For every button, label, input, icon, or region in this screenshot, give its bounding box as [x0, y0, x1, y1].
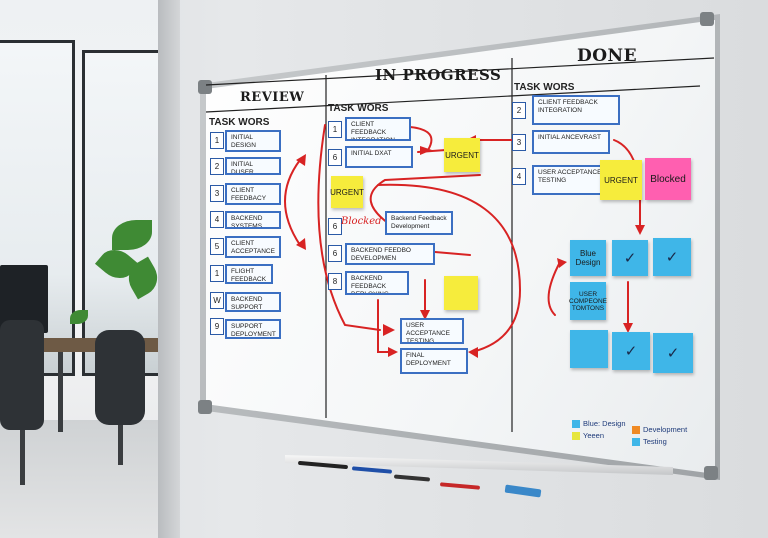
- task-number: 6: [328, 245, 342, 262]
- task-card[interactable]: FLIGHT FEEDBACK SYSTEMS: [225, 264, 273, 284]
- task-card[interactable]: USER ACCEPTANCE TESTING: [532, 165, 608, 195]
- task-number: 8: [328, 273, 342, 290]
- check-icon: ✓: [623, 250, 637, 267]
- check-icon: ✓: [666, 345, 680, 362]
- frame-corner: [704, 466, 718, 480]
- task-number: 1: [210, 265, 224, 282]
- progress-subheading: TASK WORS: [328, 103, 389, 114]
- legend-label: Testing: [643, 437, 667, 446]
- task-card[interactable]: CLIENT ACCEPTANCE TESTING: [225, 236, 281, 258]
- chair-base: [20, 430, 25, 485]
- plant-leaf: [70, 310, 88, 324]
- office-chair: [0, 320, 44, 430]
- review-subheading: TASK WORS: [209, 117, 270, 128]
- frame-corner: [198, 80, 212, 94]
- sticky-done-check[interactable]: ✓: [653, 238, 691, 276]
- legend-swatch-design: [572, 420, 580, 428]
- column-title-done: DONE: [577, 46, 638, 66]
- legend-label: Yeeen: [583, 431, 604, 440]
- legend-label: Blue: Design: [583, 419, 626, 428]
- legend-swatch-yellow: [572, 432, 580, 440]
- sticky-done-check[interactable]: ✓: [612, 332, 650, 370]
- task-card[interactable]: SUPPORT DEPLOYMENT: [225, 319, 281, 339]
- done-subheading: TASK WORS: [514, 82, 575, 93]
- sticky-yellow-blank[interactable]: [444, 276, 478, 310]
- task-number: 3: [512, 134, 526, 151]
- handwritten-blocked: Blocked: [341, 216, 382, 227]
- office-chair: [95, 330, 145, 425]
- wall-corner: [158, 0, 180, 538]
- task-number: 1: [210, 132, 224, 149]
- task-card[interactable]: BACKEND SUPPORT DEPLOYMENT: [225, 292, 281, 312]
- task-card[interactable]: Backend Feedback Development: [385, 211, 453, 235]
- check-icon: ✓: [665, 249, 679, 266]
- task-number: 4: [210, 211, 224, 228]
- frame-corner: [700, 12, 714, 26]
- task-card[interactable]: INITIAL ANCEVRAST: [532, 130, 610, 154]
- task-number: 4: [512, 168, 526, 185]
- chair-base: [118, 425, 123, 465]
- sticky-done-check[interactable]: ✓: [612, 240, 648, 276]
- legend-swatch-development: [632, 426, 640, 434]
- column-title-in-progress: IN PROGRESS: [375, 66, 502, 84]
- task-number: 3: [210, 185, 224, 202]
- legend-label: Development: [643, 425, 688, 434]
- sticky-user-components[interactable]: USER COMPEONE TOMTONS: [569, 282, 607, 320]
- task-number: W: [210, 292, 224, 309]
- sticky-urgent[interactable]: URGENT: [444, 138, 480, 172]
- task-number: 5: [210, 238, 224, 255]
- sticky-blue-design[interactable]: Blue Design: [570, 240, 606, 276]
- task-card[interactable]: BACKEND SYSTEMS: [225, 211, 281, 229]
- task-card[interactable]: CLIENT FEEDBACK INTEGRATION: [345, 117, 411, 141]
- sticky-blocked[interactable]: Blocked: [645, 158, 691, 200]
- desk-leg: [58, 352, 63, 432]
- sticky-blue-blank[interactable]: [570, 330, 608, 368]
- frame-corner: [198, 400, 212, 414]
- task-number: 1: [328, 121, 342, 138]
- sticky-done-check[interactable]: ✓: [653, 333, 693, 373]
- office-floor: [0, 420, 175, 538]
- task-card[interactable]: BACKEND FEEDBACK DEPLOYING: [345, 271, 409, 295]
- task-number: 6: [328, 218, 342, 235]
- legend-swatch-testing: [632, 438, 640, 446]
- task-card[interactable]: BACKEND FEEDBO DEVELOPMEN DEPLOYING: [345, 243, 435, 265]
- task-card[interactable]: CLIENT FEEDBACY INTEGRATION PROJECTS: [225, 183, 281, 205]
- task-card[interactable]: USER ACCEPTANCE TESTING: [400, 318, 464, 344]
- task-number: 2: [210, 158, 224, 175]
- column-title-review: REVIEW: [240, 90, 305, 105]
- task-card[interactable]: INITIAL DESIGN: [225, 130, 281, 152]
- task-number: 6: [328, 149, 342, 166]
- office-window-right: [82, 50, 168, 376]
- task-card[interactable]: FINAL DEPLOYMENT: [400, 348, 468, 374]
- check-icon: ✓: [624, 343, 638, 360]
- office-background: [0, 0, 175, 538]
- task-card[interactable]: INITIAL DXAT: [345, 146, 413, 168]
- sticky-urgent[interactable]: URGENT: [330, 176, 364, 208]
- sticky-urgent[interactable]: URGENT: [600, 160, 642, 200]
- task-card[interactable]: INITIAL DUSER: [225, 157, 281, 175]
- task-card[interactable]: CLIENT FEEDBACK INTEGRATION: [532, 95, 620, 125]
- task-number: 9: [210, 318, 224, 335]
- task-number: 2: [512, 102, 526, 119]
